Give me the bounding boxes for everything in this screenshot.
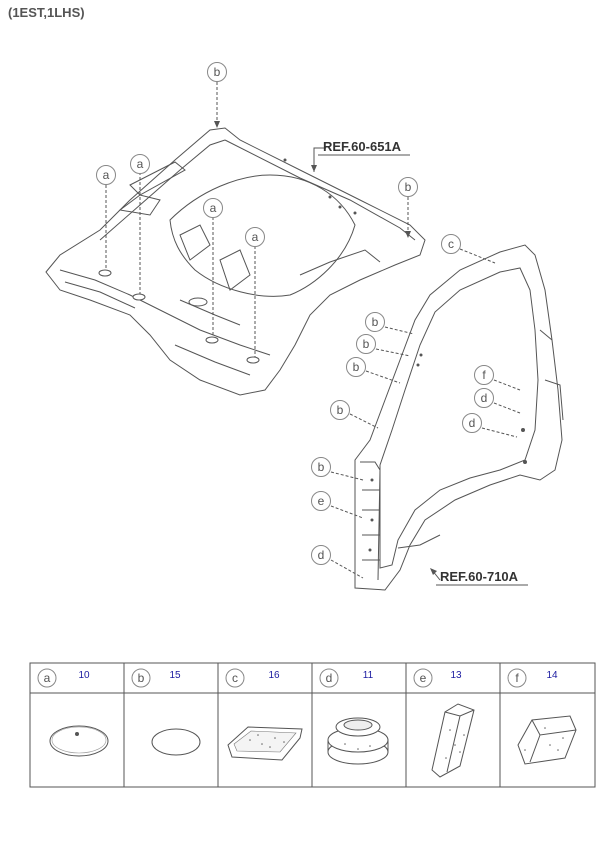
svg-text:b: b [138,671,145,685]
callout-d-2: d [474,388,494,408]
parts-table-cell-c: c 16 [225,668,280,688]
svg-text:d: d [481,391,488,405]
callout-b-1: b [207,62,227,82]
parts-table-cell-d: d 11 [319,668,374,688]
part-b-plug-icon [151,728,201,756]
callout-b-7: b [311,457,331,477]
parts-table-cell-b: b 15 [131,668,181,688]
svg-text:f: f [515,671,519,685]
svg-text:e: e [420,671,427,685]
callout-e-1: e [311,491,331,511]
callout-b-5: b [346,357,366,377]
diagram-title: (1EST,1LHS) [8,5,85,20]
svg-text:a: a [137,157,144,171]
callout-a-1: a [96,165,116,185]
callout-a-2: a [130,154,150,174]
callout-d-3: d [462,413,482,433]
callout-b-6: b [330,400,350,420]
svg-text:b: b [318,460,325,474]
svg-text:a: a [44,671,51,685]
svg-text:a: a [103,168,110,182]
parts-table: a 10 b 15 c 16 d 11 e 13 f 14 [29,662,596,788]
parts-table-cell-a: a 10 [37,668,90,688]
ref-label-651a: REF.60-651A [323,139,402,154]
svg-text:d: d [469,416,476,430]
callout-f-1: f [474,365,494,385]
svg-text:10: 10 [78,670,90,681]
svg-text:b: b [353,360,360,374]
body-side-frame [354,244,564,591]
parts-table-cell-e: e 13 [413,668,462,688]
svg-text:b: b [372,315,379,329]
callout-a-3: a [203,198,223,218]
part-d-grommet-icon [327,717,389,765]
svg-text:11: 11 [363,670,374,681]
part-e-sponge-icon [431,703,475,778]
svg-text:c: c [448,237,454,251]
floor-panel [45,127,426,396]
svg-text:c: c [232,671,238,685]
callout-a-4: a [245,227,265,247]
svg-text:d: d [318,548,325,562]
svg-text:d: d [326,671,333,685]
svg-text:b: b [363,337,370,351]
svg-text:b: b [405,180,412,194]
callouts: a a a a b b c b b b b b e d f d d [96,62,494,565]
svg-text:a: a [252,230,259,244]
callout-b-2: b [398,177,418,197]
svg-text:a: a [210,201,217,215]
svg-text:13: 13 [450,670,462,681]
svg-text:15: 15 [169,670,181,681]
svg-text:e: e [318,494,325,508]
leader-lines [105,82,521,581]
callout-d-1: d [311,545,331,565]
part-a-plug-icon [49,725,109,757]
svg-text:14: 14 [546,670,558,681]
svg-text:16: 16 [268,670,280,681]
part-f-block-icon [517,715,577,765]
ref-label-710a: REF.60-710A [440,569,519,584]
callout-b-3: b [365,312,385,332]
callout-b-4: b [356,334,376,354]
parts-table-cell-f: f 14 [507,668,558,688]
part-c-pad-icon [227,726,303,761]
svg-text:f: f [482,368,486,382]
svg-text:b: b [337,403,344,417]
svg-text:b: b [214,65,221,79]
callout-c-1: c [441,234,461,254]
